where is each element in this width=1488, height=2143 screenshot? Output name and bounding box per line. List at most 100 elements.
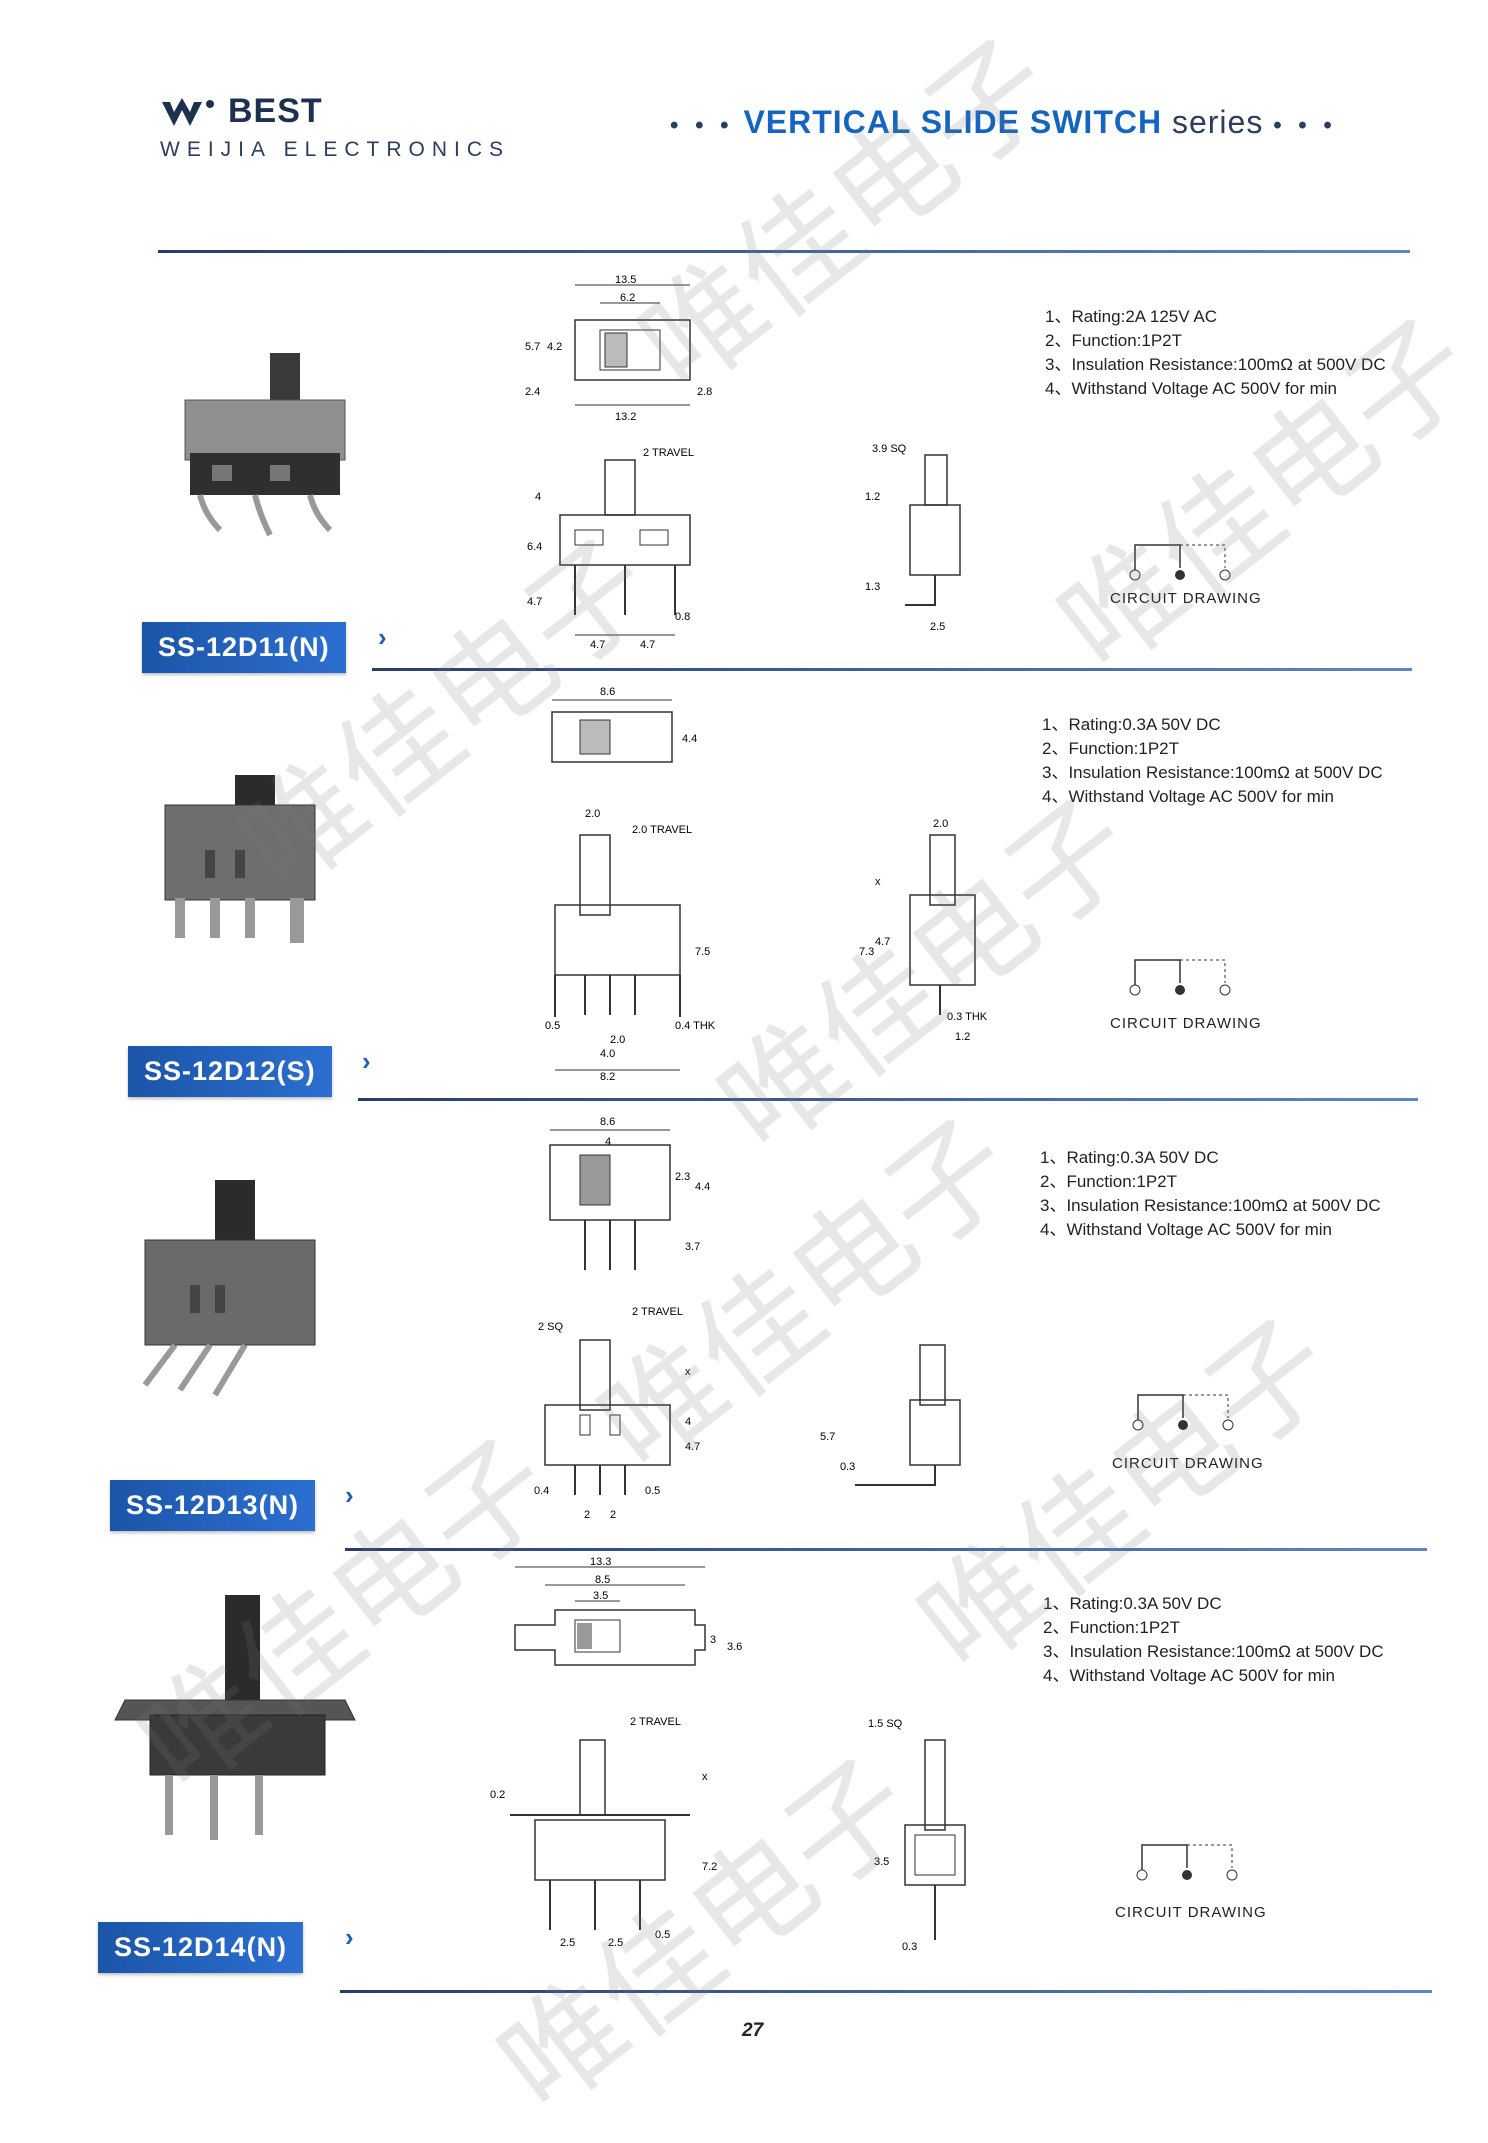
product-photo-ss-12d14 bbox=[114, 1595, 356, 1840]
product-photo-ss-12d13 bbox=[142, 1180, 316, 1397]
dim-label: 13.3 bbox=[590, 1556, 611, 1568]
spec-insulation: 3、Insulation Resistance:100mΩ at 500V DC bbox=[1042, 763, 1383, 782]
specs-list-ss-12d12: 1、Rating:0.3A 50V DC 2、Function:1P2T 3、I… bbox=[1042, 713, 1383, 809]
dim-label: x bbox=[685, 1366, 691, 1378]
dim-label: 7.5 bbox=[695, 946, 710, 958]
page-number: 27 bbox=[742, 2020, 764, 2041]
circuit-drawing-ss-12d13 bbox=[1132, 1394, 1234, 1431]
top-view-drawing-ss-12d13: 8.6 4 2.3 4.4 3.7 bbox=[549, 1116, 710, 1270]
dim-label: 0.8 bbox=[675, 611, 690, 623]
dim-label: 0.3 bbox=[840, 1461, 855, 1473]
front-view-drawing-ss-12d13: 2 SQ 2 TRAVEL x 4 4.7 0.4 0.5 2 2 bbox=[534, 1306, 700, 1521]
dim-label: 2 bbox=[584, 1509, 590, 1521]
dim-label: 0.2 bbox=[490, 1789, 505, 1801]
section-rule bbox=[345, 1548, 1427, 1551]
dim-label: x bbox=[875, 876, 881, 888]
dim-label: 2.8 bbox=[697, 386, 712, 398]
dim-label: 8.5 bbox=[595, 1574, 610, 1586]
dim-label: 2.5 bbox=[560, 1937, 575, 1949]
chevron-decor-icon: › bbox=[362, 1046, 371, 1076]
model-badge-ss-12d12: SS-12D12(S) bbox=[128, 1046, 332, 1097]
dim-label: 1.2 bbox=[865, 491, 880, 503]
dim-label: 4.7 bbox=[875, 936, 890, 948]
product-photo-ss-12d12 bbox=[164, 775, 316, 943]
spec-function: 2、Function:1P2T bbox=[1042, 739, 1180, 758]
spec-withstand: 4、Withstand Voltage AC 500V for min bbox=[1045, 379, 1337, 398]
dim-label: 1.5 SQ bbox=[868, 1718, 903, 1730]
dim-label: 13.5 bbox=[615, 275, 636, 286]
dim-label: 3.6 bbox=[727, 1641, 742, 1653]
side-view-drawing-ss-12d11: 3.9 SQ 1.2 1.3 2.5 bbox=[865, 443, 961, 633]
spec-function: 2、Function:1P2T bbox=[1045, 331, 1183, 350]
spec-withstand: 4、Withstand Voltage AC 500V for min bbox=[1040, 1220, 1332, 1239]
dim-label: 2.0 TRAVEL bbox=[632, 824, 692, 836]
dim-label: 0.4 THK bbox=[675, 1020, 716, 1032]
top-view-drawing-ss-12d12: 8.6 4.4 bbox=[551, 686, 697, 763]
side-view-drawing-ss-12d13: 5.7 0.3 bbox=[820, 1344, 961, 1486]
section-rule bbox=[372, 668, 1412, 671]
dim-label: 2 SQ bbox=[538, 1321, 564, 1333]
dim-label: 3.9 SQ bbox=[872, 443, 907, 455]
spec-insulation: 3、Insulation Resistance:100mΩ at 500V DC bbox=[1043, 1642, 1384, 1661]
series-dots-left: • • • bbox=[670, 112, 734, 139]
chevron-decor-icon: › bbox=[345, 1480, 354, 1510]
dim-label: 4.4 bbox=[682, 733, 697, 745]
section-rule bbox=[358, 1098, 1418, 1101]
specs-list-ss-12d13: 1、Rating:0.3A 50V DC 2、Function:1P2T 3、I… bbox=[1040, 1146, 1381, 1242]
chevron-decor-icon: › bbox=[345, 1922, 354, 1952]
dim-label: 2 TRAVEL bbox=[630, 1716, 681, 1728]
dim-label: 0.5 bbox=[545, 1020, 560, 1032]
dim-label: 2.3 bbox=[675, 1171, 690, 1183]
top-view-drawing-ss-12d11: 13.5 6.2 5.7 4.2 2.4 2.8 13.2 bbox=[525, 275, 712, 423]
dim-label: 5.7 bbox=[525, 341, 540, 353]
model-badge-ss-12d13: SS-12D13(N) bbox=[110, 1480, 316, 1531]
section-rule bbox=[340, 1990, 1432, 1993]
dim-label: 2 bbox=[610, 1509, 616, 1521]
dim-label: 0.3 bbox=[902, 1941, 917, 1953]
dim-label: 4.7 bbox=[685, 1441, 700, 1453]
dim-label: 4 bbox=[605, 1136, 611, 1148]
circuit-label: CIRCUIT DRAWING bbox=[1115, 1904, 1267, 1921]
spec-function: 2、Function:1P2T bbox=[1040, 1172, 1178, 1191]
brand-logo bbox=[160, 96, 222, 135]
dim-label: 2 TRAVEL bbox=[632, 1306, 683, 1318]
dim-label: 4.7 bbox=[590, 639, 605, 651]
spec-function: 2、Function:1P2T bbox=[1043, 1618, 1181, 1637]
specs-list-ss-12d14: 1、Rating:0.3A 50V DC 2、Function:1P2T 3、I… bbox=[1043, 1592, 1384, 1688]
spec-withstand: 4、Withstand Voltage AC 500V for min bbox=[1042, 787, 1334, 806]
front-view-drawing-ss-12d11: 2 TRAVEL 4 6.4 4.7 4.7 4.7 0.8 bbox=[527, 447, 694, 651]
series-main: VERTICAL SLIDE SWITCH bbox=[743, 104, 1163, 140]
dim-label: 3.5 bbox=[593, 1590, 608, 1602]
dim-label: 2.0 bbox=[933, 818, 948, 830]
weijia-logo-icon bbox=[162, 98, 214, 126]
spec-insulation: 3、Insulation Resistance:100mΩ at 500V DC bbox=[1040, 1196, 1381, 1215]
dim-label: 2.5 bbox=[930, 621, 945, 633]
dim-label: 0.5 bbox=[655, 1929, 670, 1941]
spec-rating: 1、Rating:0.3A 50V DC bbox=[1043, 1594, 1222, 1613]
dim-label: 4.2 bbox=[547, 341, 562, 353]
specs-list-ss-12d11: 1、Rating:2A 125V AC 2、Function:1P2T 3、In… bbox=[1045, 305, 1386, 401]
dim-label: 0.5 bbox=[645, 1485, 660, 1497]
brand-subtitle: WEIJIA ELECTRONICS bbox=[160, 138, 511, 161]
circuit-drawing-ss-12d12 bbox=[1129, 959, 1231, 996]
dim-label: 1.3 bbox=[865, 581, 880, 593]
dim-label: 1.2 bbox=[955, 1031, 970, 1043]
dim-label: 3.7 bbox=[685, 1241, 700, 1253]
front-view-drawing-ss-12d14: 2 TRAVEL 0.2 x 7.2 2.5 2.5 0.5 bbox=[490, 1716, 717, 1949]
spec-withstand: 4、Withstand Voltage AC 500V for min bbox=[1043, 1666, 1335, 1685]
dim-label: 8.6 bbox=[600, 1116, 615, 1128]
dim-label: 8.2 bbox=[600, 1071, 615, 1080]
dim-label: 4 bbox=[535, 491, 541, 503]
dim-label: 6.4 bbox=[527, 541, 542, 553]
series-suffix: series bbox=[1171, 104, 1264, 140]
dim-label: 4.7 bbox=[527, 596, 542, 608]
header-rule bbox=[158, 250, 1410, 253]
spec-rating: 1、Rating:0.3A 50V DC bbox=[1040, 1148, 1219, 1167]
dim-label: 13.2 bbox=[615, 411, 636, 423]
dim-label: 2.0 bbox=[610, 1034, 625, 1046]
circuit-label: CIRCUIT DRAWING bbox=[1110, 1015, 1262, 1032]
dim-label: x bbox=[702, 1771, 708, 1783]
dim-label: 7.2 bbox=[702, 1861, 717, 1873]
spec-rating: 1、Rating:0.3A 50V DC bbox=[1042, 715, 1221, 734]
circuit-label: CIRCUIT DRAWING bbox=[1112, 1455, 1264, 1472]
